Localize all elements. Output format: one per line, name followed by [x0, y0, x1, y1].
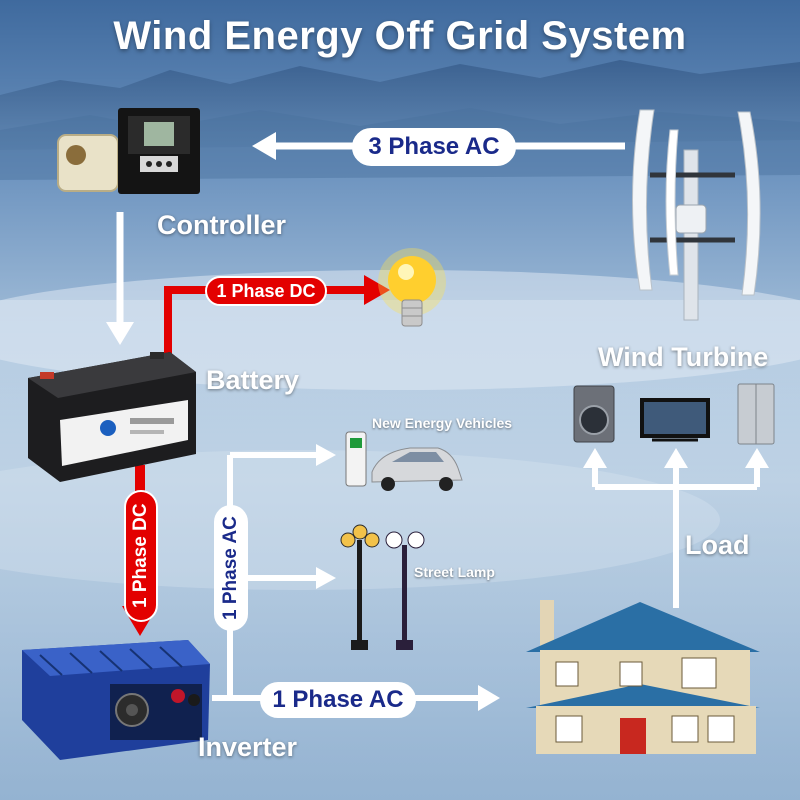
arrow-house-to-load: [583, 448, 769, 608]
street-lamp-icon: [340, 524, 425, 650]
connection-label-1-phase-ac-house: 1 Phase AC: [260, 682, 416, 718]
connection-label-3-phase-ac: 3 Phase AC: [352, 128, 516, 166]
arrow-controller-to-battery: [106, 212, 134, 345]
inverter-label: Inverter: [198, 732, 298, 762]
light-bulb-icon: [378, 248, 446, 327]
connection-label-1-phase-ac-branch: 1 Phase AC: [214, 505, 248, 631]
controller-label: Controller: [157, 210, 287, 240]
wind-turbine-label: Wind Turbine: [598, 342, 769, 372]
house-icon: [526, 600, 760, 754]
vehicles-label: New Energy Vehicles: [372, 415, 513, 431]
ev-charger-icon: [345, 431, 367, 487]
street-lamp-label: Street Lamp: [414, 564, 495, 580]
wind-turbine-icon: [632, 109, 761, 321]
battery-icon: [28, 352, 196, 482]
electric-car-icon: [371, 447, 463, 491]
load-label: Load: [685, 530, 750, 560]
refrigerator-icon: [737, 383, 775, 445]
diagram-title: Wind Energy Off Grid System: [113, 14, 687, 58]
controller-icon: [57, 108, 200, 194]
connection-label-1-phase-dc-bulb: 1 Phase DC: [205, 276, 327, 306]
inverter-icon: [22, 640, 210, 760]
battery-label: Battery: [206, 365, 300, 395]
washing-machine-icon: [573, 385, 615, 443]
television-icon: [640, 398, 710, 442]
connection-label-1-phase-dc-inverter: 1 Phase DC: [124, 490, 158, 622]
